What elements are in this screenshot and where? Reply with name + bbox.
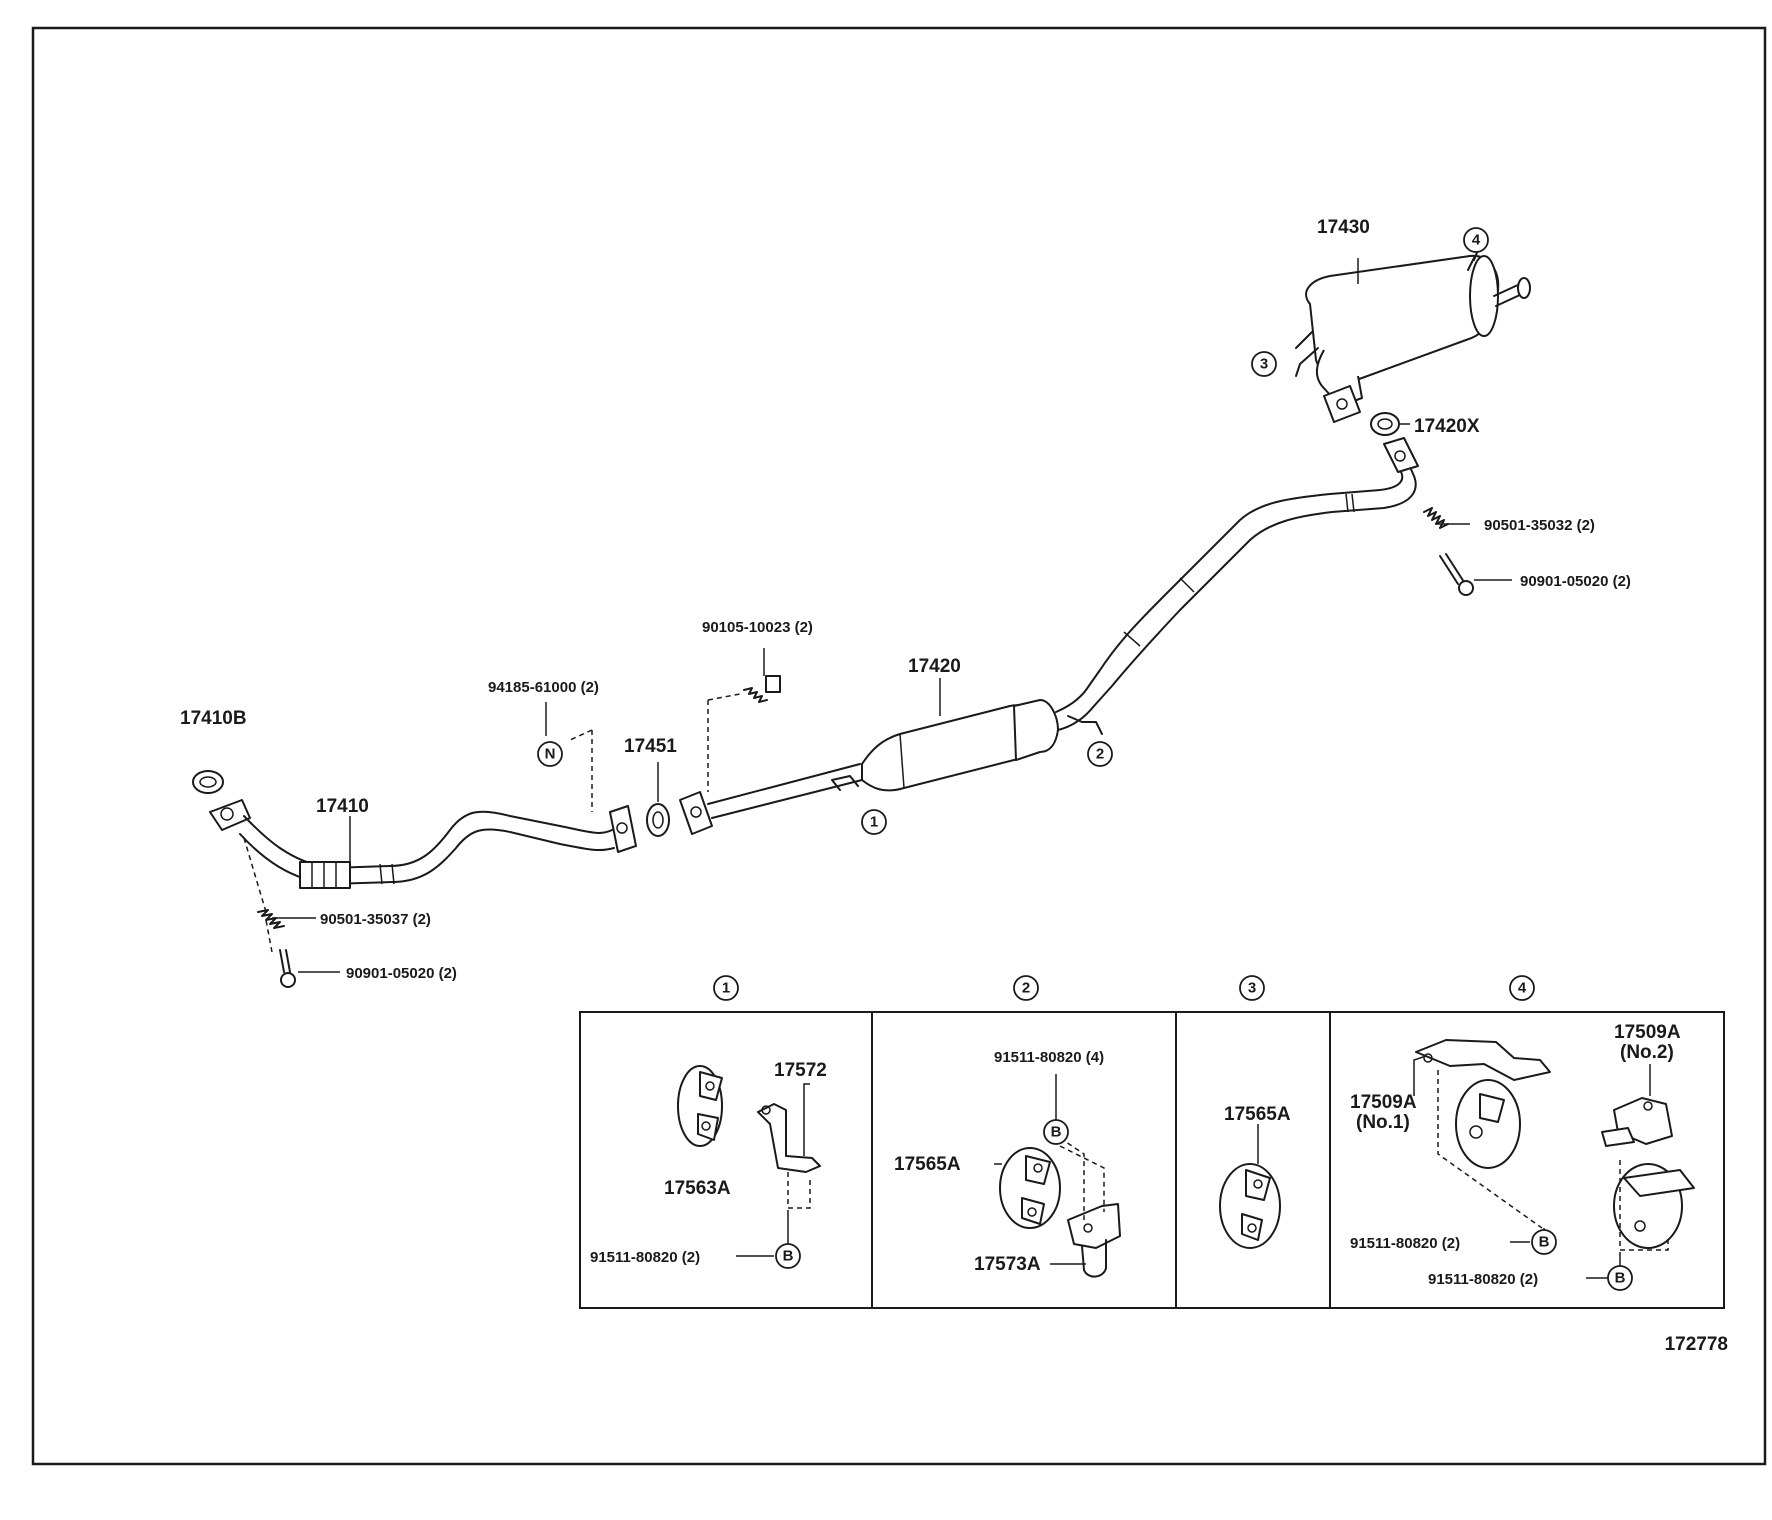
label-17509a-no1: 17509A [1350, 1092, 1417, 1113]
label-detail4-bolt1: 91511-80820 (2) [1350, 1235, 1460, 1252]
bolt-90105-10023 [743, 675, 781, 703]
callout-3-main: 3 [1251, 351, 1277, 377]
dash-bolt-90105 [707, 693, 741, 792]
label-17410b: 17410B [180, 708, 247, 729]
leader-17509a-no1 [1413, 1055, 1427, 1096]
svg-text:B: B [1539, 1234, 1550, 1251]
svg-text:3: 3 [1260, 356, 1268, 373]
gasket-17410b [192, 770, 224, 794]
label-17572: 17572 [774, 1060, 827, 1081]
callout-b-detail1: B [775, 1243, 801, 1269]
spring-90501-35037 [257, 909, 285, 929]
dash-detail4-no1 [1437, 1070, 1543, 1229]
bolt-90901-05020-lower [279, 949, 296, 988]
label-detail1-bolt: 91511-80820 (2) [590, 1249, 700, 1266]
gasket-17420x [1370, 412, 1400, 436]
svg-text:B: B [1615, 1270, 1626, 1287]
label-17565a-d2: 17565A [894, 1154, 961, 1175]
label-17563a: 17563A [664, 1178, 731, 1199]
svg-text:4: 4 [1518, 980, 1527, 997]
detail-1-title: 1 [713, 975, 739, 1001]
svg-text:2: 2 [1022, 980, 1030, 997]
label-17573a: 17573A [974, 1254, 1041, 1275]
detail-2-title: 2 [1013, 975, 1039, 1001]
bracket-17573a [1067, 1203, 1121, 1278]
center-pipe-17420 [679, 437, 1419, 835]
label-90901-05020-upper: 90901-05020 (2) [1520, 573, 1631, 590]
svg-text:3: 3 [1248, 980, 1256, 997]
insulator-17565a-detail3 [1219, 1163, 1281, 1249]
callout-1-main: 1 [861, 809, 887, 835]
callout-b-detail4-1: B [1531, 1229, 1557, 1255]
label-90501-35032: 90501-35032 (2) [1484, 517, 1595, 534]
callout-b-detail4-2: B [1607, 1265, 1633, 1291]
callout-b-detail2: B [1043, 1119, 1069, 1145]
dash-nut [569, 729, 593, 812]
leader-17572 [803, 1083, 810, 1156]
tail-pipe-muffler-17430 [1295, 249, 1531, 423]
dash-front-flange [243, 837, 267, 913]
diagram-number: 172778 [1665, 1334, 1728, 1355]
svg-text:B: B [783, 1248, 794, 1265]
dash-detail1 [787, 1172, 811, 1209]
label-17565a-d3: 17565A [1224, 1104, 1291, 1125]
detail-box [579, 1011, 1725, 1309]
detail-4-title: 4 [1509, 975, 1535, 1001]
svg-text:N: N [545, 746, 556, 763]
front-pipe-17410 [209, 799, 637, 889]
label-17509a-no2: 17509A [1614, 1022, 1681, 1043]
gasket-17451 [646, 803, 670, 837]
callout-2-main: 2 [1087, 741, 1113, 767]
bolt-90901-05020-upper [1439, 553, 1474, 596]
spring-90501-35032 [1423, 507, 1449, 529]
label-no1: (No.1) [1356, 1112, 1410, 1133]
callout-4-main: 4 [1463, 227, 1489, 253]
diagram-frame [31, 26, 1767, 1466]
insulator-17565a-detail2 [999, 1147, 1061, 1229]
label-17420x: 17420X [1414, 416, 1480, 437]
svg-text:4: 4 [1472, 232, 1481, 249]
label-no2: (No.2) [1620, 1042, 1674, 1063]
label-90501-35037: 90501-35037 (2) [320, 911, 431, 928]
label-90105-10023: 90105-10023 (2) [702, 619, 813, 636]
detail-3-title: 3 [1239, 975, 1265, 1001]
label-90901-05020-lower: 90901-05020 (2) [346, 965, 457, 982]
insulator-17563a [677, 1065, 723, 1147]
label-detail2-bolt: 91511-80820 (4) [994, 1049, 1104, 1066]
callout-n-nut: N [537, 741, 563, 767]
label-17430: 17430 [1317, 217, 1370, 238]
label-17451: 17451 [624, 736, 677, 757]
label-detail4-bolt2: 91511-80820 (2) [1428, 1271, 1538, 1288]
label-94185-61000: 94185-61000 (2) [488, 679, 599, 696]
dash-detail2 [1059, 1137, 1105, 1220]
label-17410: 17410 [316, 796, 369, 817]
svg-text:B: B [1051, 1124, 1062, 1141]
insulator-17509a-no1 [1415, 1039, 1551, 1169]
svg-text:2: 2 [1096, 746, 1104, 763]
svg-text:1: 1 [722, 980, 730, 997]
label-17420: 17420 [908, 656, 961, 677]
insulator-17509a-no2 [1601, 1097, 1695, 1249]
svg-text:1: 1 [870, 814, 878, 831]
bracket-17572 [757, 1103, 821, 1173]
dash-detail4-no2 [1619, 1160, 1669, 1251]
dash-front-bolt [265, 919, 273, 953]
